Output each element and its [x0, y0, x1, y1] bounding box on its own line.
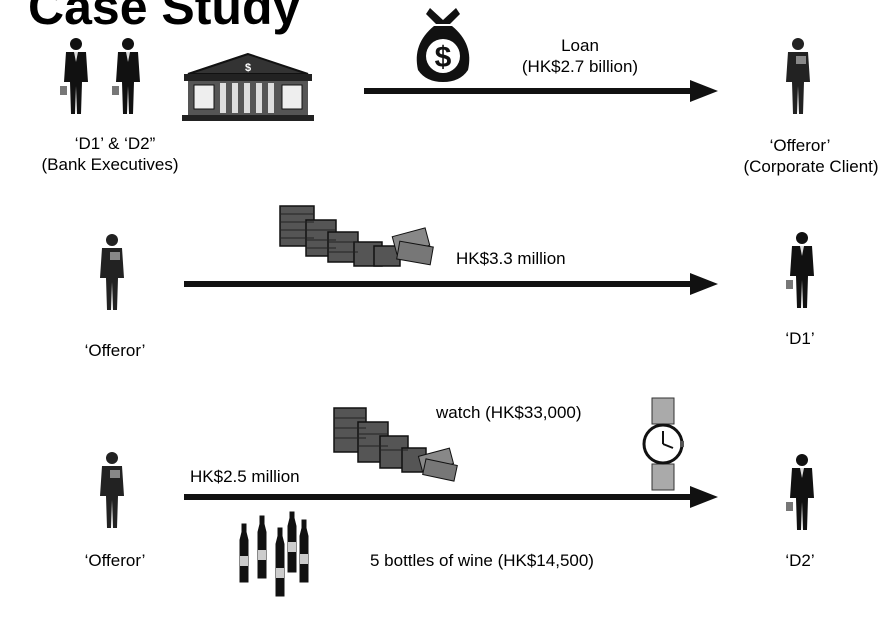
row3-left-label: ‘Offeror’: [84, 551, 146, 570]
arrow-right-icon: [184, 273, 718, 295]
wine-bottle-icon: [239, 511, 309, 597]
page-title: Case Study: [28, 0, 301, 35]
row2-right-label: ‘D1’: [785, 329, 815, 348]
row1-right-label-2: (Corporate Client): [743, 157, 879, 176]
arrow-right-icon: [364, 80, 718, 102]
row1-right-label-1: ‘Offeror’: [769, 136, 831, 155]
row2-left-label: ‘Offeror’: [84, 341, 146, 360]
businessman-icon: [112, 38, 140, 114]
wristwatch-icon: [642, 397, 684, 491]
row3-right-label: ‘D2’: [785, 551, 815, 570]
businessman-icon: [100, 452, 124, 528]
money-bag-symbol: $: [435, 41, 452, 74]
arrow-right-icon: [184, 486, 718, 508]
businessman-icon: [100, 234, 124, 310]
row1-left-label-2: (Bank Executives): [41, 155, 179, 174]
businessman-icon: [786, 38, 810, 114]
row3-cash-label: HK$2.5 million: [190, 467, 300, 486]
svg-text:$: $: [245, 62, 251, 74]
row1-flow-label-2: (HK$2.7 billion): [521, 57, 639, 76]
row3-wine-label: 5 bottles of wine (HK$14,500): [370, 551, 594, 570]
businessman-icon: [786, 232, 814, 308]
row1-left-label-1: ‘D1’ & ‘D2”: [74, 134, 156, 153]
businessman-icon: [60, 38, 88, 114]
businessman-icon: [786, 454, 814, 530]
row1-flow-label-1: Loan: [561, 36, 599, 55]
money-bag-icon: $: [416, 8, 470, 82]
row2-flow-label: HK$3.3 million: [456, 249, 566, 268]
row3-watch-label: watch (HK$33,000): [436, 403, 582, 422]
cash-stack-icon: [279, 205, 434, 267]
bank-building-icon: $: [182, 52, 314, 121]
cash-stack-icon: [333, 407, 458, 482]
